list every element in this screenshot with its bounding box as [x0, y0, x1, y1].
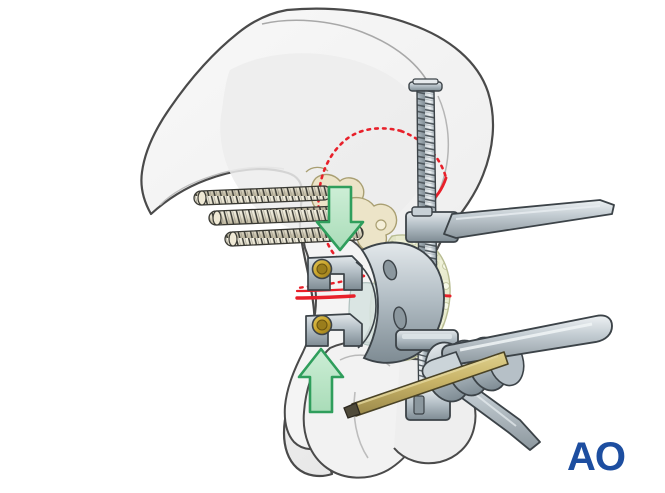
ao-logo: AO: [567, 435, 626, 479]
compression-arrow-up: [297, 347, 345, 414]
forceps-body-slot-lower: [393, 306, 407, 330]
arrow-up-shape: [297, 347, 345, 414]
cortical-screw-1-tip: [197, 190, 207, 206]
forceps-upper-handle-highlight: [455, 205, 601, 220]
femoral-head-contour: [353, 391, 369, 459]
forceps-body-slot-upper: [382, 259, 398, 281]
cortical-screw-2-tip: [212, 210, 222, 226]
guide-pin-highlight: [357, 354, 499, 406]
long-screw-head-top: [412, 78, 439, 85]
forceps-brass-bolt-upper-inner: [316, 263, 328, 275]
guide-pin-tip: [343, 402, 361, 419]
forceps-block-cap: [411, 206, 433, 217]
compression-arrow-down: [315, 185, 365, 252]
lower-block-slot: [413, 395, 425, 415]
arrow-down-shape: [315, 185, 365, 252]
bone-fragment-edge: [305, 166, 329, 173]
pelvic-reduction-forceps: [305, 199, 615, 451]
ilium-crest-line: [261, 19, 432, 89]
forceps-brass-bolt-lower-inner: [316, 319, 328, 331]
guide-pin: [343, 351, 509, 419]
forceps-left-jaw: [305, 255, 377, 349]
t-handle-bar-highlight: [459, 322, 593, 352]
fracture-solid-left: [295, 294, 356, 300]
bone-fragment-foramen: [375, 219, 387, 231]
compression-nut-highlight: [402, 334, 452, 339]
cortical-screw-3-tip: [228, 231, 238, 247]
forceps-upper-handle: [443, 199, 615, 239]
ao-logo-label: AO: [567, 435, 625, 479]
forceps-left-spine: [355, 261, 377, 349]
